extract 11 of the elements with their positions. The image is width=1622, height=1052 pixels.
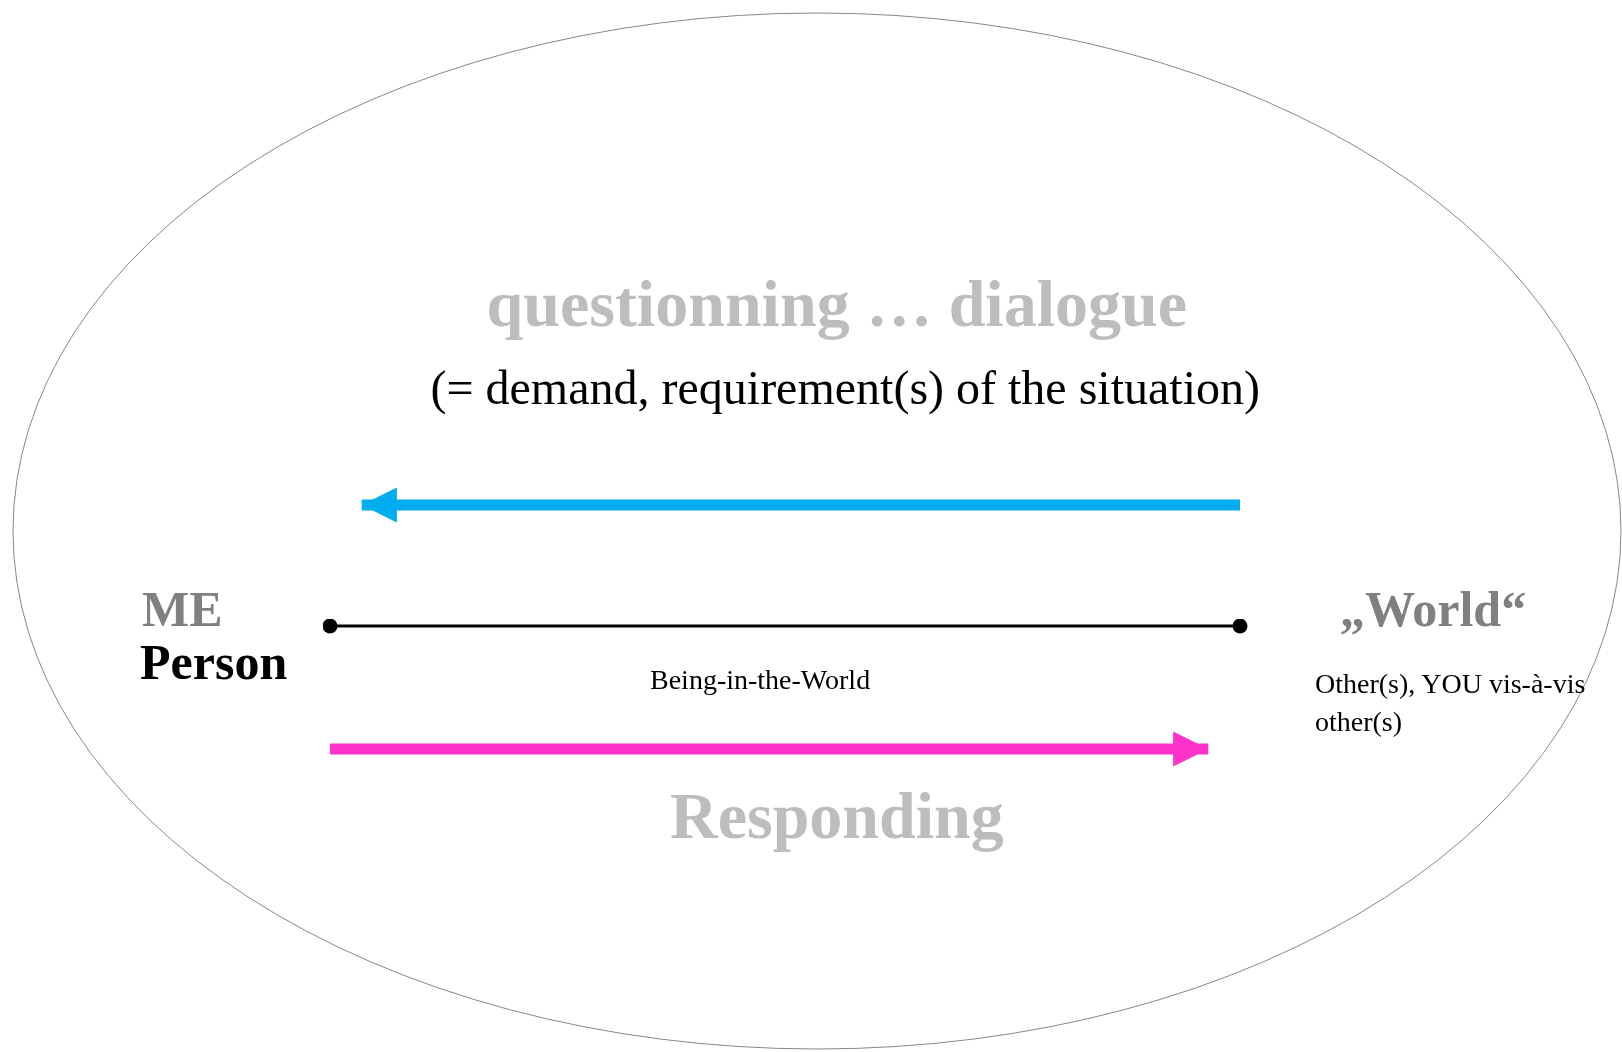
edge-label: Being-in-the-World [650, 665, 871, 696]
person-heading: Person [140, 635, 288, 690]
subtitle-text: (= demand, requirement(s) of the situation) [430, 362, 1260, 415]
world-heading: „World“ [1340, 582, 1527, 637]
arrow [330, 731, 1209, 767]
others-text: Other(s), YOU vis-à-vis other(s) [1315, 667, 1587, 739]
edge-label: questionning … dialogue [486, 268, 1188, 341]
connector-line [322, 618, 1248, 634]
arrow [361, 487, 1240, 523]
me-heading: ME [142, 582, 223, 637]
edge-label: Responding [670, 780, 1004, 853]
